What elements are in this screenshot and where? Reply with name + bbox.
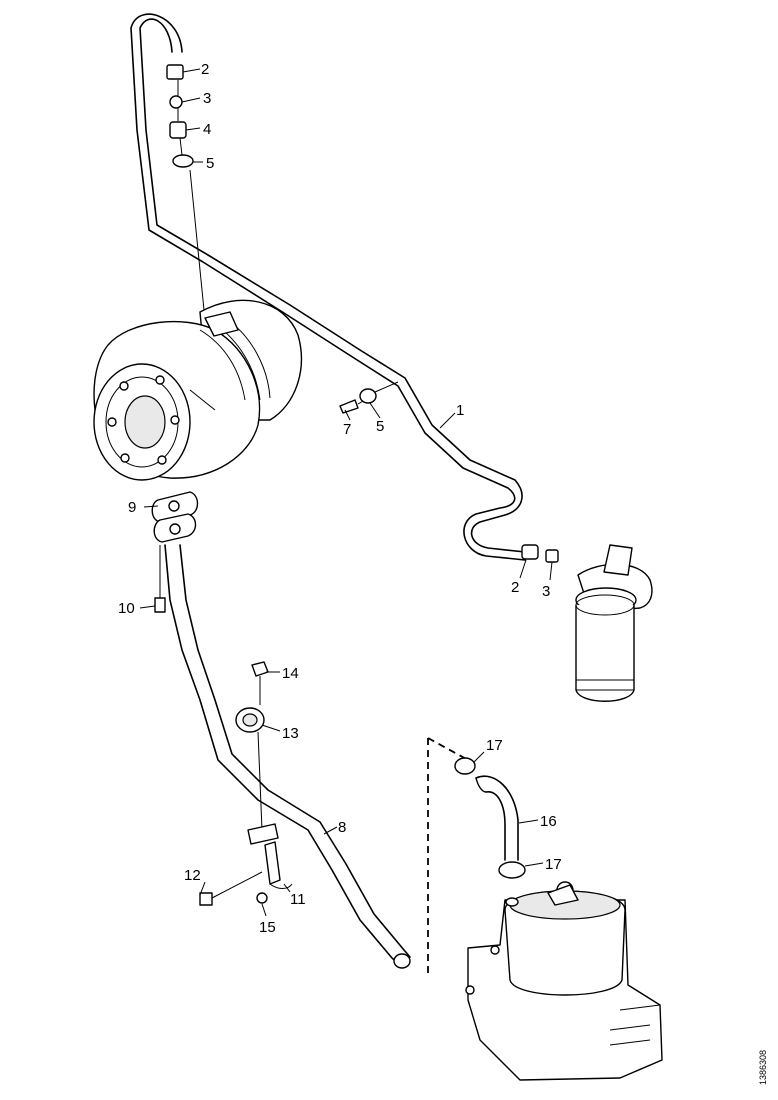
hose-16 [475, 775, 519, 861]
oil-separator [465, 881, 663, 1081]
gasket-9 [151, 491, 199, 543]
nut-15 [256, 892, 268, 904]
pipe-1 [130, 13, 526, 561]
callout-5-mid: 5 [376, 418, 384, 435]
callout-2-top: 2 [201, 61, 209, 78]
callout-7: 7 [343, 421, 351, 438]
callout-17-top: 17 [486, 737, 503, 754]
bolt-14 [251, 661, 269, 705]
callout-9: 9 [128, 499, 136, 516]
washer-5-mid [359, 381, 399, 404]
callout-17-low: 17 [545, 856, 562, 873]
bracket-11 [247, 823, 293, 889]
callout-3-lower: 3 [542, 583, 550, 600]
fitting-stack-top [166, 64, 206, 321]
hose-clip-17-lower [498, 861, 526, 879]
bolt-12 [199, 871, 263, 906]
connection-dashed-line [427, 737, 469, 975]
callout-8: 8 [338, 819, 346, 836]
turbocharger [93, 299, 302, 481]
fuel-filter [575, 544, 653, 702]
fitting-3-lower [545, 549, 559, 563]
callout-15: 15 [259, 919, 276, 936]
callout-2-lower: 2 [511, 579, 519, 596]
bolt-10 [154, 545, 166, 613]
callout-5-top: 5 [206, 155, 214, 172]
leader-lines [139, 68, 553, 917]
callout-1: 1 [456, 402, 464, 419]
drawing-reference-number: 1386308 [758, 1050, 768, 1085]
callout-4: 4 [203, 121, 211, 138]
callout-14: 14 [282, 665, 299, 682]
pipe-8 [164, 544, 411, 969]
callout-3-top: 3 [203, 90, 211, 107]
fitting-2-lower [521, 544, 539, 560]
callout-13: 13 [282, 725, 299, 742]
clamp-13 [235, 707, 265, 831]
callout-16: 16 [540, 813, 557, 830]
hose-clip-17-upper [454, 757, 476, 775]
callout-10: 10 [118, 600, 135, 617]
callout-11: 11 [290, 891, 306, 908]
callout-12: 12 [184, 867, 201, 884]
callout-labels: 2 3 4 5 1 7 5 9 2 3 10 14 13 17 8 16 17 … [118, 61, 562, 936]
